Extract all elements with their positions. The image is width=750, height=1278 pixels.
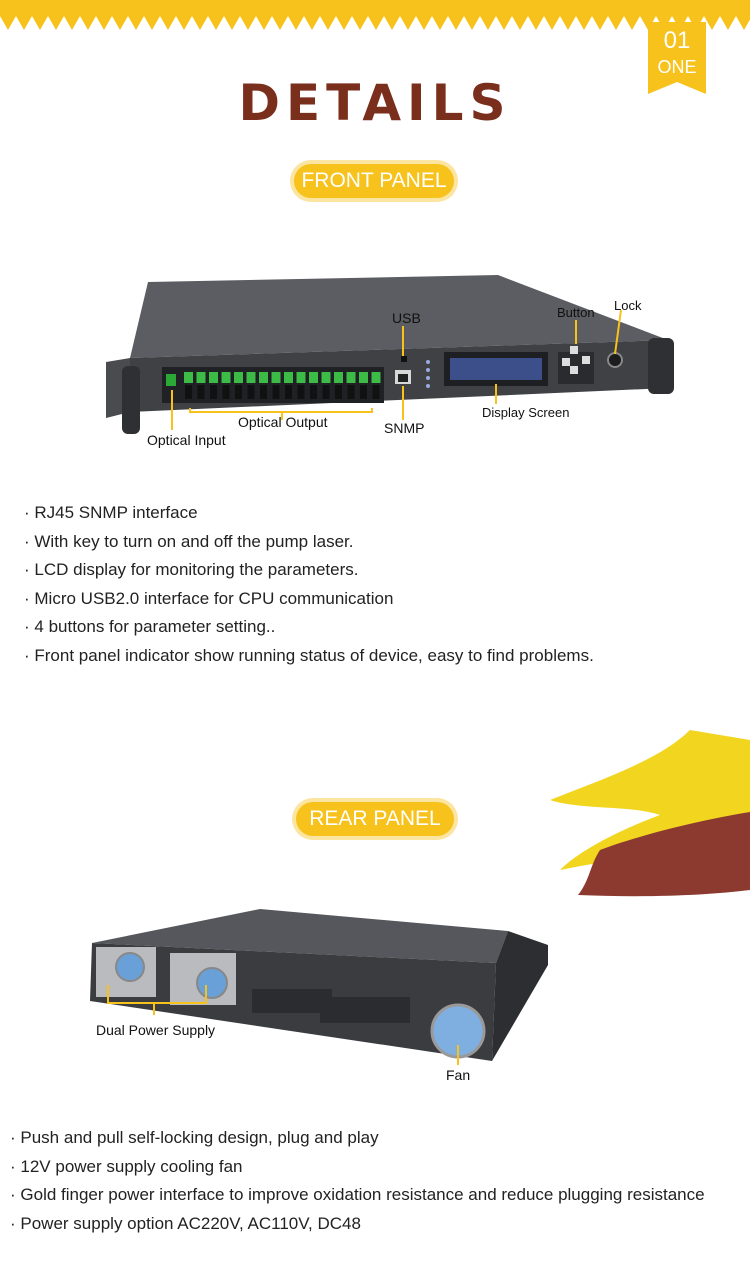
list-item: Front panel indicator show running statu… (24, 642, 593, 671)
list-item: Gold finger power interface to improve o… (10, 1181, 704, 1210)
callout-display-screen: Display Screen (482, 405, 570, 420)
section-number-badge (648, 22, 706, 94)
callout-button: Button (557, 305, 595, 320)
callout-optical-output: Optical Output (238, 414, 328, 430)
list-item: With key to turn on and off the pump las… (24, 528, 594, 557)
list-item: Push and pull self-locking design, plug … (10, 1124, 705, 1153)
list-item: RJ45 SNMP interface (24, 499, 594, 528)
badge-word: ONE (657, 57, 697, 77)
callout-lock: Lock (614, 298, 642, 313)
callout-usb: USB (392, 310, 421, 326)
callout-optical-input: Optical Input (147, 432, 226, 448)
list-item: 12V power supply cooling fan (10, 1153, 705, 1182)
front-panel-device-image (106, 275, 674, 434)
rear-panel-heading: REAR PANEL (296, 802, 454, 836)
front-feature-list: RJ45 SNMP interface With key to turn on … (24, 499, 594, 671)
list-item: Power supply option AC220V, AC110V, DC48 (10, 1210, 705, 1239)
page-title: DETAILS (238, 74, 512, 132)
list-item: 4 buttons for parameter setting.. (24, 613, 594, 642)
list-item: LCD display for monitoring the parameter… (24, 556, 594, 585)
callout-fan: Fan (446, 1067, 471, 1083)
brush-stroke-decoration (550, 730, 750, 897)
front-panel-heading: FRONT PANEL (294, 164, 454, 198)
badge-number: 01 (663, 27, 691, 54)
callout-snmp: SNMP (384, 420, 425, 436)
callout-dual-power-supply: Dual Power Supply (96, 1022, 216, 1038)
list-item: Micro USB2.0 interface for CPU communica… (24, 585, 594, 614)
rear-panel-device-image (90, 909, 548, 1065)
rear-feature-list: Push and pull self-locking design, plug … (10, 1124, 705, 1239)
zigzag-border (0, 0, 750, 30)
